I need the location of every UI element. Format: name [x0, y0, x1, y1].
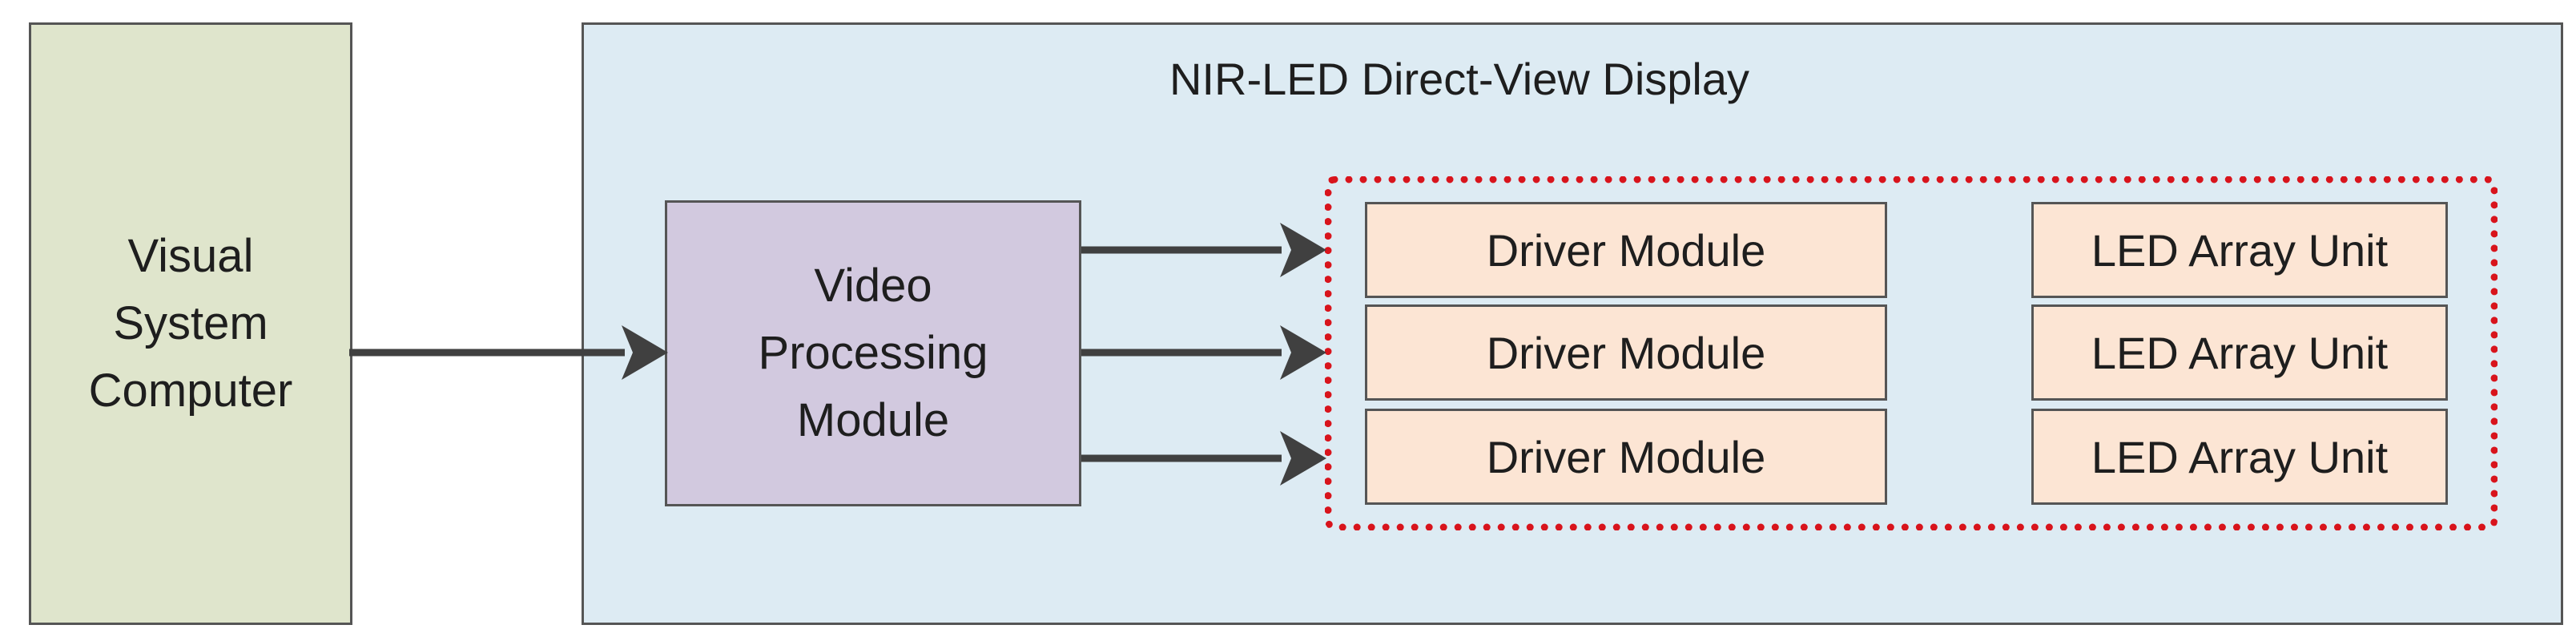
driver-module-box: Driver Module	[1365, 304, 1887, 401]
driver-module-label: Driver Module	[1486, 431, 1766, 482]
led-array-unit-box: LED Array Unit	[2031, 202, 2448, 298]
visual-system-computer-label: Visual System Computer	[88, 230, 293, 417]
led-array-unit-box: LED Array Unit	[2031, 409, 2448, 505]
driver-module-label: Driver Module	[1486, 327, 1766, 378]
led-array-unit-label: LED Array Unit	[2091, 327, 2389, 378]
driver-module-label: Driver Module	[1486, 224, 1766, 276]
driver-module-box: Driver Module	[1365, 409, 1887, 505]
driver-led-group-outline	[1325, 176, 2498, 530]
video-processing-module-label: Video Processing Module	[758, 260, 988, 446]
video-to-driver-arrowhead-3	[1280, 431, 1326, 486]
visual-system-computer-box: Visual System Computer	[29, 22, 352, 625]
led-array-unit-box: LED Array Unit	[2031, 304, 2448, 401]
video-to-driver-arrowhead-1	[1280, 223, 1326, 277]
led-array-unit-label: LED Array Unit	[2091, 224, 2389, 276]
computer-to-video-arrowhead	[622, 325, 668, 380]
led-array-unit-label: LED Array Unit	[2091, 431, 2389, 482]
display-title: NIR-LED Direct-View Display	[1169, 54, 1750, 104]
driver-module-box: Driver Module	[1365, 202, 1887, 298]
video-processing-module-box: Video Processing Module	[665, 200, 1081, 506]
video-to-driver-arrowhead-2	[1280, 325, 1326, 380]
